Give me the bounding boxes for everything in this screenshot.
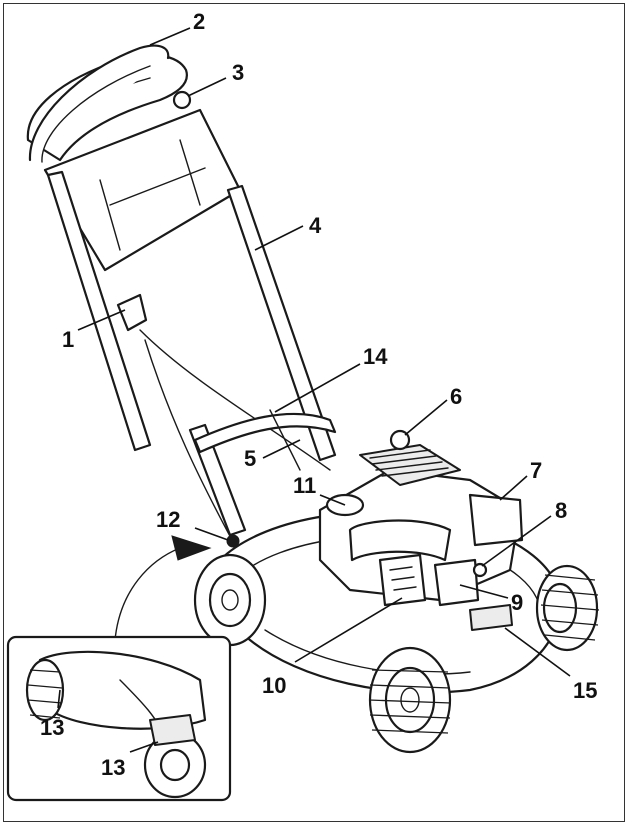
- callout-1: 1: [62, 327, 74, 352]
- callouts: 1 2 3 4 5 6 7 8 9 10 11 12 13 13 14 15: [40, 9, 597, 780]
- callout-13-lower: 13: [101, 755, 125, 780]
- callout-6: 6: [450, 384, 462, 409]
- rear-left-wheel: [193, 553, 267, 647]
- callout-15: 15: [573, 678, 597, 703]
- callout-2: 2: [193, 9, 205, 34]
- callout-11: 11: [293, 473, 316, 498]
- callout-10: 10: [262, 673, 286, 698]
- callout-12: 12: [156, 507, 180, 532]
- engine: [318, 429, 524, 607]
- detail-pointer: [114, 534, 240, 641]
- rear-right-wheel: [535, 564, 600, 652]
- callout-4: 4: [309, 213, 322, 238]
- handle-assembly: [26, 44, 337, 541]
- callout-8: 8: [555, 498, 567, 523]
- detail-inset: [6, 635, 232, 802]
- callout-7: 7: [530, 458, 542, 483]
- callout-3: 3: [232, 60, 244, 85]
- callout-9: 9: [511, 590, 523, 615]
- callout-14: 14: [363, 344, 388, 369]
- callout-13-upper: 13: [40, 715, 64, 740]
- front-left-wheel: [368, 646, 452, 754]
- leader-lines: [57, 27, 571, 753]
- callout-5: 5: [244, 446, 256, 471]
